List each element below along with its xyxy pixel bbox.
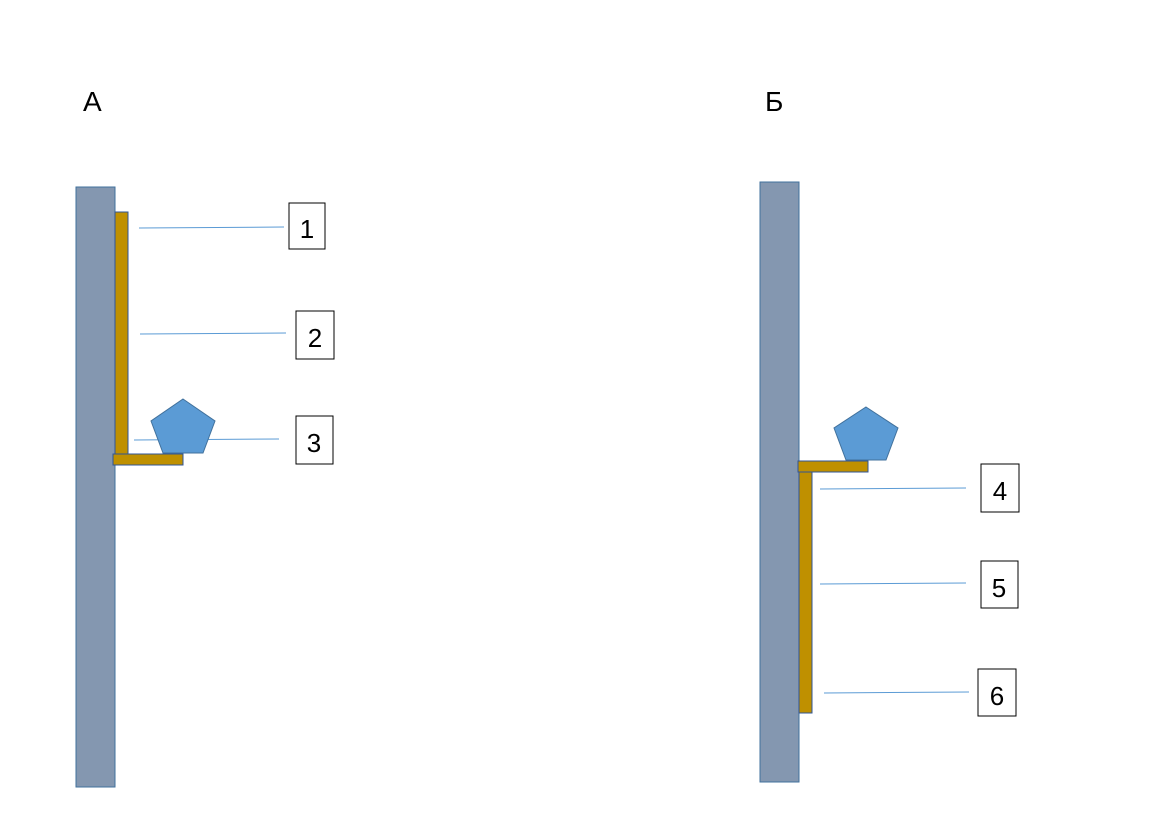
pentagon-object [833,406,899,461]
wall [759,181,800,783]
pentagon-object [150,398,216,454]
callout-label: 5 [992,573,1006,603]
panel-a-title: А [83,86,102,117]
callout-3: 3 [295,415,334,465]
leader-line-2 [139,332,287,335]
leader-line-6 [823,691,970,694]
callout-5: 5 [980,560,1019,609]
callout-1: 1 [288,202,326,250]
callout-2: 2 [295,310,335,360]
callout-label: 6 [990,681,1004,711]
horizontal-shelf [797,460,869,473]
callout-label: 2 [308,323,322,353]
callout-label: 3 [307,428,321,458]
panel-a: А 1 2 3 [75,86,335,788]
callout-6: 6 [977,668,1017,717]
vertical-plate [798,471,813,714]
panel-b: Б 4 5 6 [759,86,1020,783]
leader-line-5 [819,582,967,585]
horizontal-shelf [112,453,184,466]
panel-b-title: Б [765,86,783,117]
leader-line-1 [138,226,285,229]
callout-label: 4 [993,476,1007,506]
callout-4: 4 [980,463,1020,513]
wall [75,186,116,788]
vertical-plate [114,211,129,456]
leader-line-4 [819,487,967,490]
callout-label: 1 [300,214,314,244]
